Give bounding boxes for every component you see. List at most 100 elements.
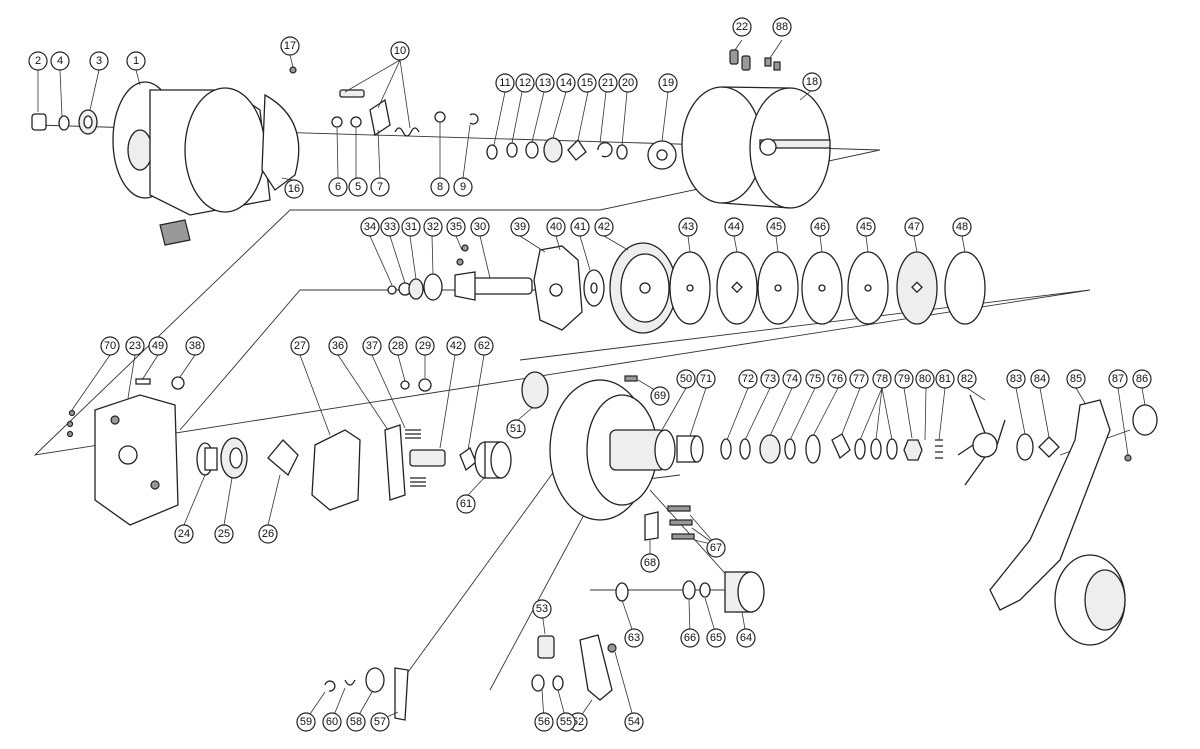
svg-text:57: 57 — [374, 716, 386, 728]
parts-11-15-21-20-small-parts — [486, 137, 628, 163]
svg-text:23: 23 — [129, 340, 141, 352]
label-leader-lines — [37, 39, 1146, 721]
svg-text:9: 9 — [460, 181, 466, 193]
svg-text:83: 83 — [1010, 373, 1022, 385]
part-label: 83 — [1006, 369, 1026, 389]
part-label: 4 — [50, 51, 70, 71]
part-label: 16 — [284, 179, 304, 199]
svg-text:40: 40 — [550, 221, 562, 233]
part-39-40-ratchet — [533, 245, 583, 331]
parts-36-37-springs — [384, 424, 426, 501]
part-label: 2 — [28, 51, 48, 71]
svg-text:33: 33 — [384, 221, 396, 233]
svg-text:80: 80 — [919, 373, 931, 385]
part-label: 1 — [126, 51, 146, 71]
svg-text:6: 6 — [335, 181, 341, 193]
svg-text:47: 47 — [908, 221, 920, 233]
part-label: 6 — [328, 177, 348, 197]
part-18-spool — [681, 86, 831, 209]
part-label: 71 — [696, 369, 716, 389]
part-62-clip — [459, 447, 477, 472]
svg-text:63: 63 — [628, 632, 640, 644]
part-label: 47 — [904, 217, 924, 237]
part-23-side-plate — [94, 394, 179, 526]
parts-28-29-screws — [400, 378, 432, 392]
part-24-bushing — [196, 442, 218, 476]
part-label: 45 — [856, 217, 876, 237]
svg-text:56: 56 — [538, 716, 550, 728]
svg-text:42: 42 — [450, 340, 462, 352]
svg-text:74: 74 — [786, 373, 798, 385]
svg-text:3: 3 — [96, 55, 102, 67]
part-71-bushing — [676, 435, 704, 463]
svg-text:37: 37 — [366, 340, 378, 352]
part-label: 63 — [624, 628, 644, 648]
part-label: 57 — [370, 712, 390, 732]
part-50-side-cover — [549, 379, 676, 521]
part-label: 60 — [322, 712, 342, 732]
part-label: 37 — [362, 336, 382, 356]
part-27-clutch-plate — [311, 429, 361, 511]
part-label: 8 — [430, 177, 450, 197]
part-label: 5 — [348, 177, 368, 197]
svg-text:27: 27 — [294, 340, 306, 352]
svg-text:26: 26 — [262, 528, 274, 540]
svg-text:87: 87 — [1112, 373, 1124, 385]
part-label: 56 — [534, 712, 554, 732]
svg-text:71: 71 — [700, 373, 712, 385]
svg-text:25: 25 — [218, 528, 230, 540]
part-label: 15 — [577, 73, 597, 93]
part-label: 38 — [185, 336, 205, 356]
parts-63-66-65-washers — [615, 580, 711, 602]
svg-text:10: 10 — [394, 45, 406, 57]
part-label: 45 — [766, 217, 786, 237]
part-2-knob — [31, 113, 47, 131]
part-42-main-gear — [609, 242, 677, 334]
part-label: 25 — [214, 524, 234, 544]
part-label: 86 — [1132, 369, 1152, 389]
svg-text:54: 54 — [628, 716, 640, 728]
svg-text:88: 88 — [776, 21, 788, 33]
part-label: 9 — [453, 177, 473, 197]
part-1-frame — [112, 81, 271, 246]
part-label: 27 — [290, 336, 310, 356]
svg-text:2: 2 — [35, 55, 41, 67]
part-label: 70 — [100, 336, 120, 356]
part-label: 7 — [370, 177, 390, 197]
svg-text:15: 15 — [581, 77, 593, 89]
svg-text:79: 79 — [898, 373, 910, 385]
part-69-screw — [624, 375, 638, 382]
part-17-screw — [289, 66, 297, 74]
part-label: 46 — [810, 217, 830, 237]
part-label: 18 — [802, 72, 822, 92]
svg-text:72: 72 — [742, 373, 754, 385]
svg-text:67: 67 — [710, 542, 722, 554]
part-label: 77 — [849, 369, 869, 389]
part-label: 24 — [174, 524, 194, 544]
part-87-screw — [1124, 454, 1132, 462]
svg-text:46: 46 — [814, 221, 826, 233]
svg-text:49: 49 — [152, 340, 164, 352]
part-label: 53 — [532, 599, 552, 619]
svg-text:22: 22 — [736, 21, 748, 33]
svg-text:11: 11 — [499, 77, 510, 89]
svg-text:70: 70 — [104, 340, 116, 352]
part-16-side-plate — [261, 93, 300, 191]
part-label: 74 — [782, 369, 802, 389]
svg-text:45: 45 — [770, 221, 782, 233]
part-label: 54 — [624, 712, 644, 732]
part-label: 3 — [89, 51, 109, 71]
svg-text:19: 19 — [662, 77, 674, 89]
parts-67-68-screws — [644, 505, 695, 541]
part-label: 78 — [872, 369, 892, 389]
svg-text:8: 8 — [437, 181, 443, 193]
part-label: 76 — [827, 369, 847, 389]
part-82-star-drag — [957, 394, 1006, 486]
svg-text:20: 20 — [622, 77, 634, 89]
part-61-sleeve — [474, 441, 512, 479]
svg-text:7: 7 — [377, 181, 383, 193]
part-label: 10 — [390, 41, 410, 61]
part-42-pinion — [409, 449, 446, 467]
part-label: 29 — [415, 336, 435, 356]
